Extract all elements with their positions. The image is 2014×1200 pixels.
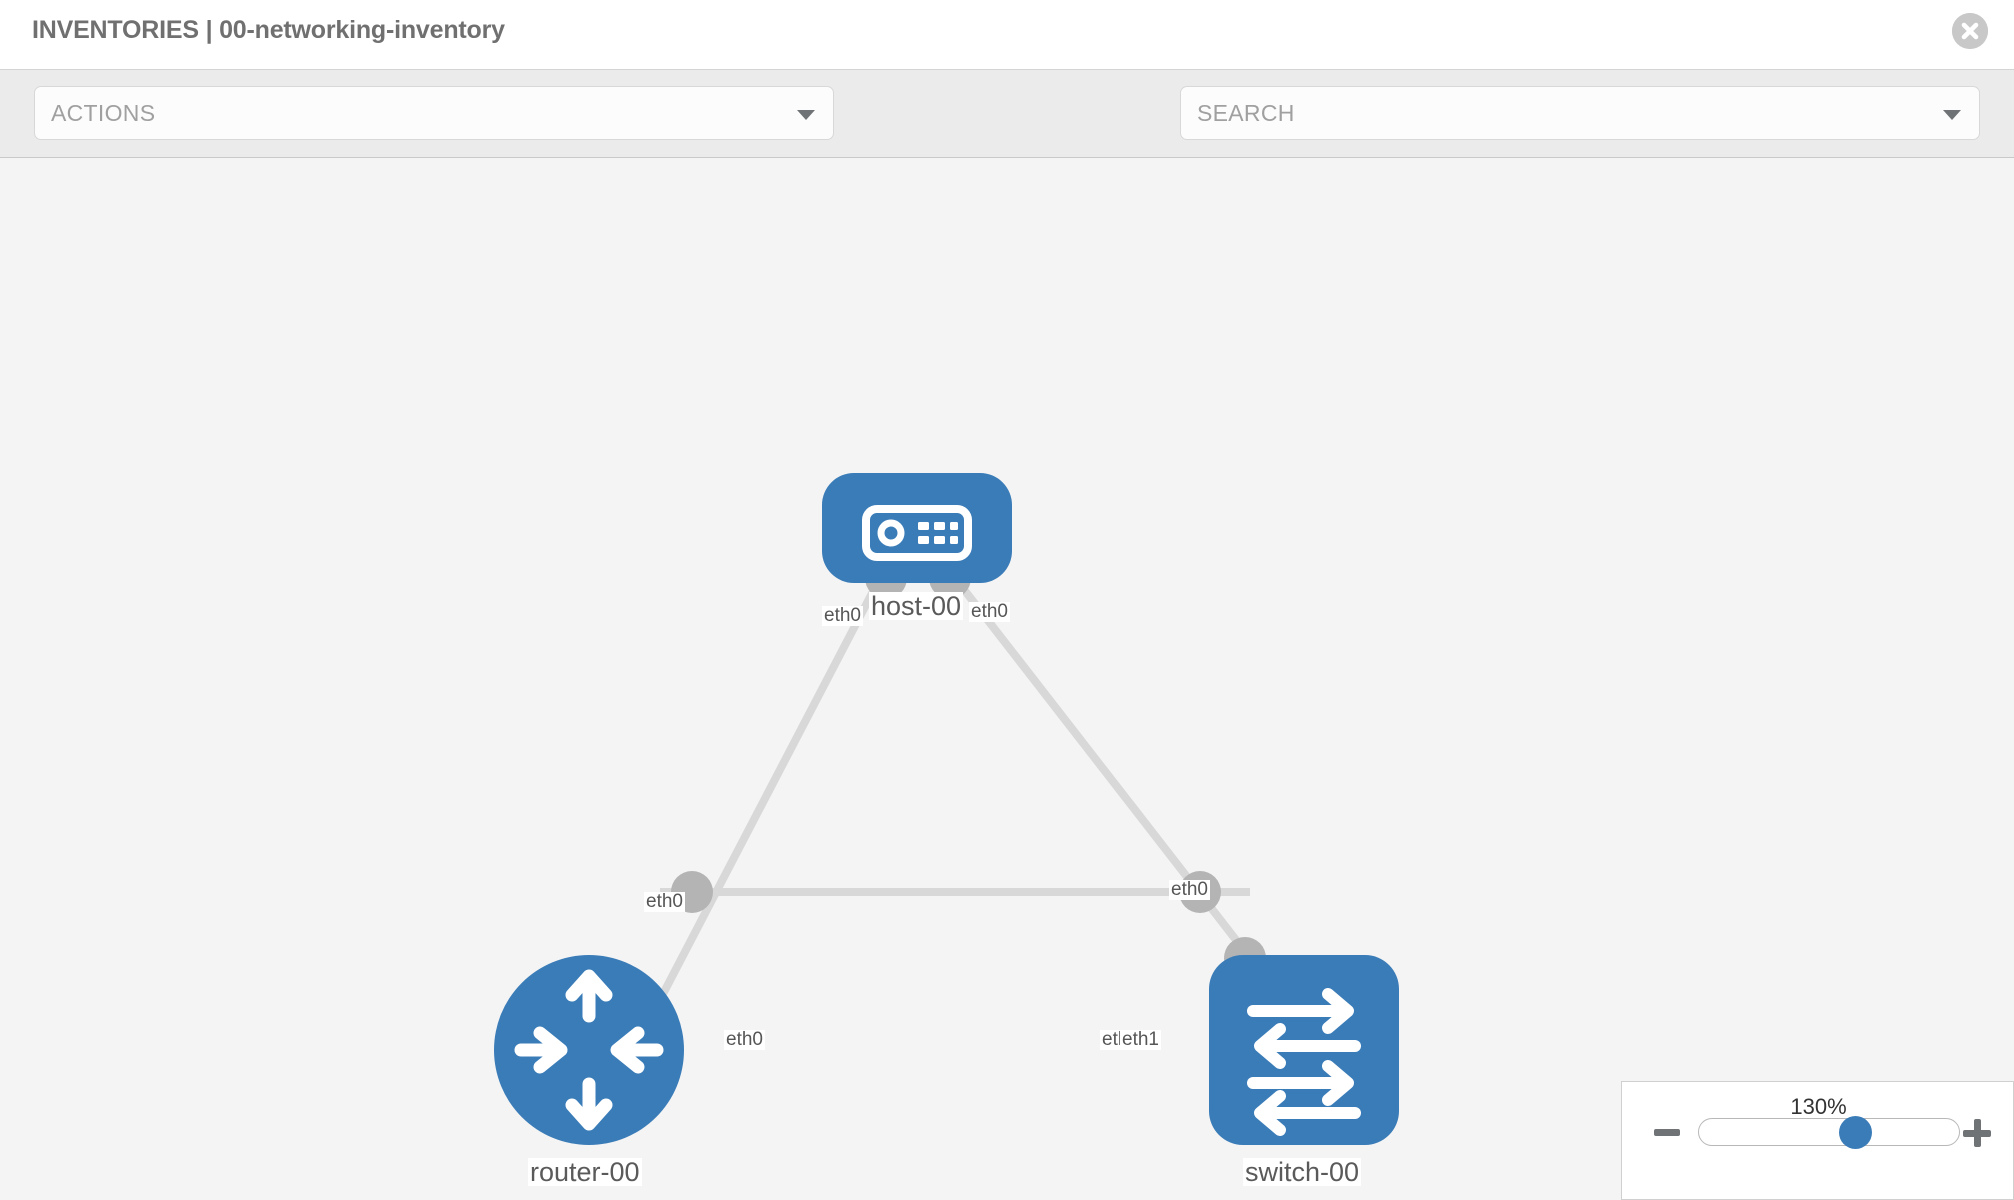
search-input[interactable]: SEARCH [1180,86,1980,140]
page-header: INVENTORIES | 00-networking-inventory [0,0,2014,69]
topology-canvas[interactable]: eth0 eth0 eth0 eth0 eth0 eth0 eth1 host-… [0,158,2014,1200]
zoom-out-button[interactable] [1654,1129,1680,1136]
node-switch-00 [1209,955,1399,1145]
interface-label: eth0 [724,1029,765,1050]
server-icon [862,505,972,561]
node-label-host: host-00 [869,591,964,621]
node-label-router: router-00 [528,1157,642,1187]
page-title: INVENTORIES | 00-networking-inventory [32,16,505,44]
actions-dropdown-label: ACTIONS [51,100,156,126]
zoom-control-panel: 130% [1621,1081,2014,1200]
node-host-00 [822,473,1012,583]
interface-label: eth0 [822,605,863,626]
node-router-00 [494,955,684,1145]
zoom-level-value: 130% [1790,1094,1847,1119]
interface-label: eth0 [969,601,1010,622]
topology-edges [636,575,1254,1040]
edge-host-router [636,576,884,1040]
toolbar: ACTIONS SEARCH [0,69,2014,194]
interface-label: eth0 [1169,879,1210,900]
router-arrows-icon [514,969,664,1131]
search-placeholder: SEARCH [1197,100,1295,126]
close-icon[interactable] [1952,13,1988,49]
zoom-in-button[interactable] [1963,1119,1991,1147]
zoom-slider-track[interactable] [1698,1118,1960,1146]
chevron-down-icon [797,110,815,120]
topology-graph [494,473,1399,1145]
actions-dropdown[interactable]: ACTIONS [34,86,834,140]
chevron-down-icon[interactable] [1943,110,1961,120]
interface-label: eth0 [644,891,685,912]
switch-arrows-icon [1247,988,1361,1136]
node-label-switch: switch-00 [1243,1157,1362,1187]
zoom-slider-thumb[interactable] [1839,1116,1872,1149]
interface-label: eth1 [1120,1029,1161,1050]
